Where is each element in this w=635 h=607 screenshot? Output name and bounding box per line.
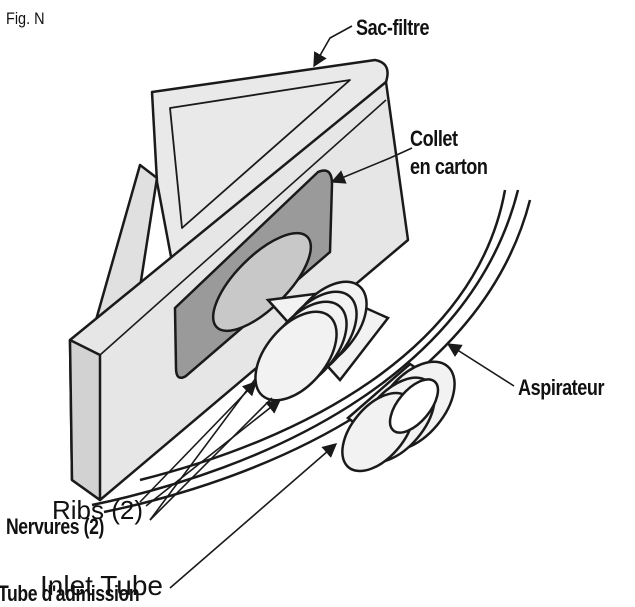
leader-ribs-2 bbox=[145, 399, 282, 507]
vacuum-body-outer-curve bbox=[91, 189, 520, 507]
label-collet: Collet en carton bbox=[410, 125, 488, 181]
leader-nervures-2 bbox=[149, 397, 273, 521]
label-tube-admission: Tube d'admission bbox=[0, 581, 140, 606]
label-ribs: Ribs (2) bbox=[52, 495, 144, 525]
label-inlet-tube: Inlet Tube bbox=[40, 570, 163, 601]
label-sac-filtre: Sac-filtre bbox=[356, 15, 430, 40]
leader-inlet-tube bbox=[169, 443, 338, 589]
label-nervures: Nervures (2) bbox=[6, 514, 104, 539]
label-aspirateur: Aspirateur bbox=[518, 375, 605, 400]
filter-bag-side-edge bbox=[68, 338, 102, 502]
filter-bag-crease bbox=[99, 99, 387, 356]
leader-ribs-1 bbox=[139, 380, 258, 503]
leader-collet bbox=[330, 147, 413, 184]
leader-sac-filtre bbox=[313, 25, 353, 68]
label-collet-line1: Collet bbox=[410, 126, 458, 151]
vacuum-body-inner-curve bbox=[139, 189, 507, 482]
label-collet-line2: en carton bbox=[410, 154, 488, 179]
leader-aspirateur bbox=[446, 343, 515, 387]
leader-nervures-1 bbox=[149, 377, 257, 521]
filter-bag-top-panel-inner bbox=[169, 79, 351, 229]
rib-upper-4 bbox=[254, 310, 338, 402]
figure-label: Fig. N bbox=[6, 9, 45, 28]
rib-lower-opening bbox=[388, 378, 440, 434]
